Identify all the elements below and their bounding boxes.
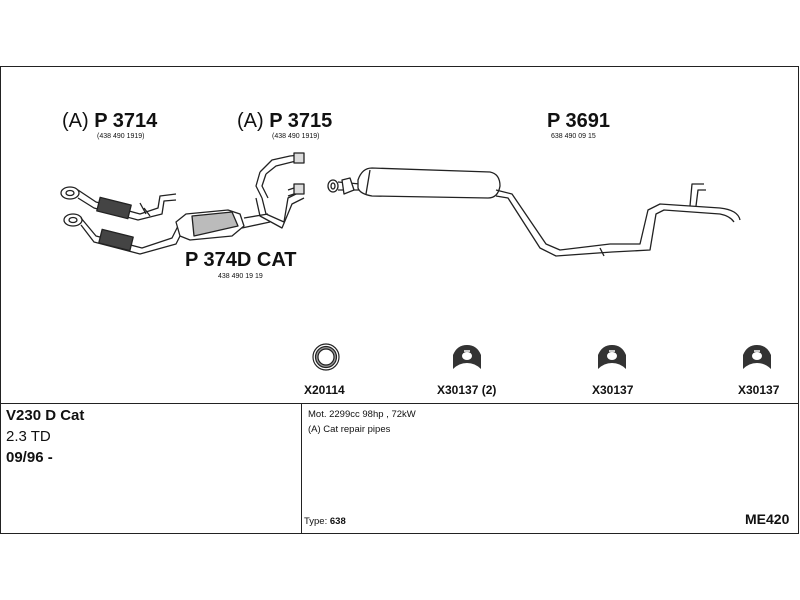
diagram-frame (0, 66, 799, 534)
fitting-label: X20114 (304, 383, 345, 397)
part-number: P 3714 (94, 110, 158, 132)
clamp-ring-icon (312, 343, 340, 371)
part-number: P 3691 (547, 110, 611, 132)
vehicle-model: V230 D Cat (6, 407, 85, 424)
rubber-mount-icon (453, 345, 481, 369)
cat-repair-footnote: (A) Cat repair pipes (308, 424, 391, 435)
fitting-label: X30137 (592, 383, 634, 397)
fitting-label: X30137 (738, 383, 780, 397)
rear-silencer-p3691-drawing (327, 167, 741, 257)
rubber-mount-icon (743, 345, 771, 369)
part-prefix: (A) (237, 110, 264, 132)
part-prefix: (A) (62, 110, 89, 132)
catalytic-converter-drawing (175, 209, 271, 241)
vertical-divider (301, 404, 302, 534)
part-label-p3691: P 3691 (547, 110, 610, 133)
part-ref: (438 490 1919) (97, 133, 145, 140)
part-ref: (438 490 1919) (272, 133, 320, 140)
type-label: Type: (304, 516, 328, 527)
part-label-p3714: (A) P 3714 (62, 110, 157, 133)
vehicle-engine: 2.3 TD (6, 428, 51, 445)
part-ref: 638 490 09 15 (551, 133, 596, 140)
type-value: 638 (329, 516, 346, 527)
vehicle-date: 09/96 - (6, 449, 53, 466)
part-label-p3715: (A) P 3715 (237, 110, 332, 133)
intermediate-pipe-p3715-drawing (255, 152, 305, 229)
diagram-code: ME420 (745, 511, 790, 527)
type-field: Type: 638 (304, 516, 346, 527)
front-pipe-p3714-drawing (60, 186, 185, 255)
part-number: P 3715 (269, 110, 333, 132)
rubber-mount-icon (598, 345, 626, 369)
horizontal-divider (0, 403, 799, 404)
part-number: P 374D CAT (185, 249, 297, 271)
fitting-label: X30137 (2) (437, 383, 497, 397)
engine-spec-note: Mot. 2299cc 98hp , 72kW (308, 409, 416, 420)
part-ref: 438 490 19 19 (218, 273, 263, 280)
part-label-p374d-cat: P 374D CAT (185, 249, 297, 272)
